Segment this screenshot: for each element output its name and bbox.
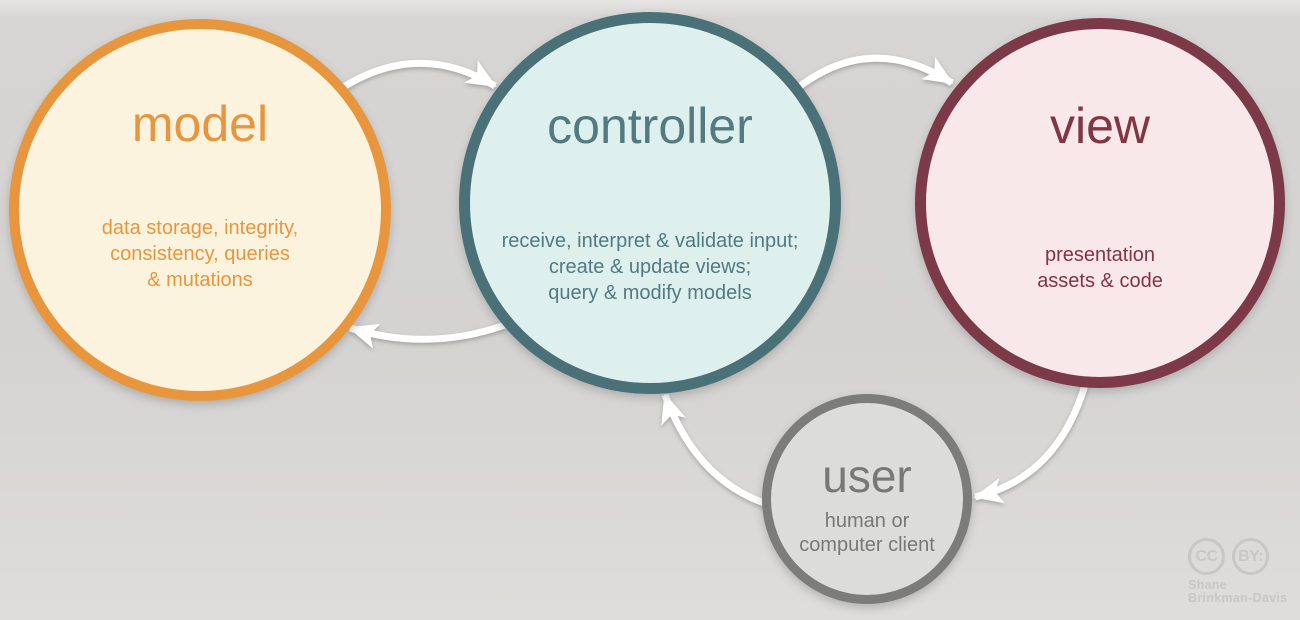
node-user-title: user (822, 450, 912, 502)
cc-license-icon: CC (1188, 538, 1225, 575)
desc-line: assets & code (1037, 270, 1163, 292)
desc-line: consistency, queries (110, 243, 290, 265)
arrowhead-controller-to-model (348, 323, 381, 349)
node-controller: controller receive, interpret & validate… (459, 12, 841, 394)
arrow-model-to-controller (327, 59, 497, 99)
node-model-description: data storage, integrity, consistency, qu… (19, 215, 381, 293)
desc-line: create & update views; (548, 256, 752, 278)
desc-line: receive, interpret & validate input; (501, 230, 799, 252)
desc-line: & mutations (147, 269, 253, 291)
desc-line: presentation (1044, 244, 1156, 266)
arrowhead-view-to-user (973, 478, 1006, 504)
desc-line: query & modify models (548, 282, 752, 304)
desc-line: human or (824, 510, 910, 532)
arrow-user-to-controller (661, 393, 772, 509)
node-view-description: presentation assets & code (926, 242, 1274, 294)
author-name-line: Shane (1188, 578, 1228, 592)
arrowhead-user-to-controller (661, 393, 687, 426)
node-view: view presentation assets & code (915, 18, 1285, 388)
node-controller-description: receive, interpret & validate input; cre… (470, 228, 830, 306)
cc-by-icon: BY: (1232, 538, 1269, 575)
license-badges: CC BY: (1188, 538, 1287, 575)
desc-line: data storage, integrity, (101, 217, 299, 239)
node-controller-title: controller (547, 98, 753, 154)
desc-line: computer client (799, 534, 935, 556)
node-model-title: model (131, 96, 269, 152)
arrowhead-controller-to-view (921, 57, 954, 85)
node-user-description: human or computer client (771, 509, 963, 557)
author-name-line: Brinkman-Davis (1188, 591, 1288, 605)
license-attribution: CC BY: Shane Brinkman-Davis (1188, 538, 1287, 605)
node-view-title: view (1049, 98, 1151, 154)
node-user: user human or computer client (762, 394, 972, 604)
arrow-view-to-user (974, 383, 1089, 501)
arrow-controller-to-view (792, 54, 954, 93)
arrowhead-model-to-controller (464, 60, 497, 88)
author-name: Shane Brinkman-Davis (1188, 579, 1287, 605)
node-model: model data storage, integrity, consisten… (9, 19, 391, 401)
